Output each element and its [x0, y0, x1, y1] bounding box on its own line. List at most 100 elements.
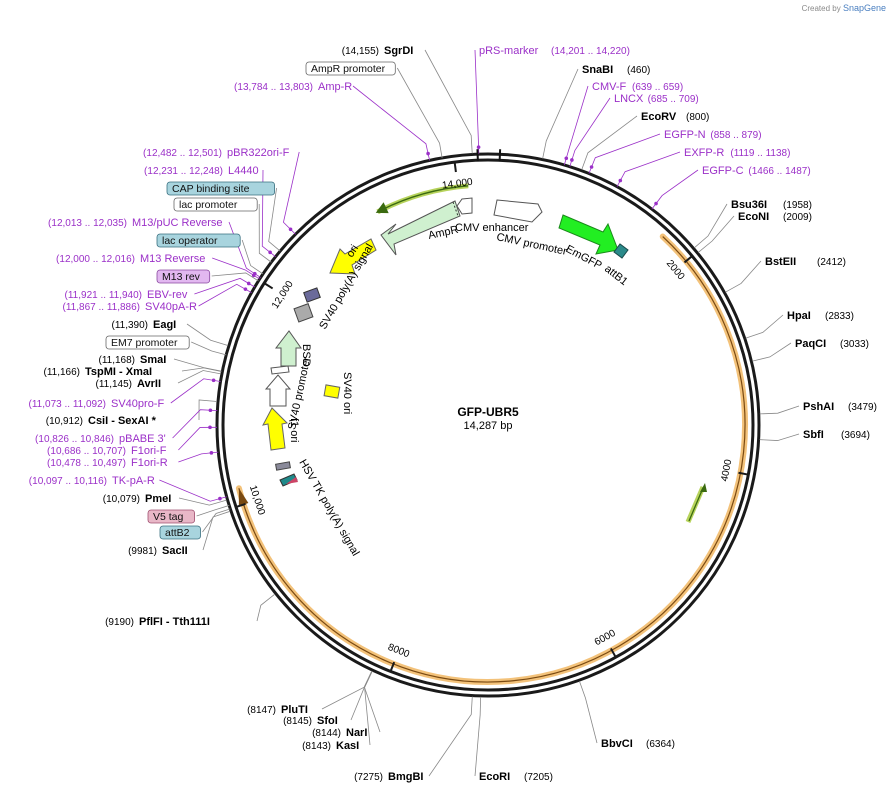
feature-box-frame	[156, 269, 211, 284]
enzyme-site-snabi[interactable]: SnaBI(460)	[582, 64, 650, 76]
feature-box-v5-tag[interactable]: V5 tag	[147, 509, 195, 524]
feature-box-m13-rev-box[interactable]: M13 rev	[156, 269, 211, 284]
feature-label-attb1: attB1	[602, 263, 630, 288]
enzyme-site-pluti[interactable]: PluTI(8147)	[247, 704, 308, 716]
enzyme-leader	[752, 342, 792, 362]
feature-box-leader	[202, 508, 231, 533]
enzyme-site-number: (1958)	[783, 200, 812, 211]
sv40-ori-feature[interactable]	[323, 384, 341, 399]
feature-box-cap-site[interactable]: CAP binding site	[166, 181, 275, 196]
enzyme-leader	[186, 323, 229, 346]
f1-ori-feature[interactable]	[262, 407, 289, 451]
cmv-enhancer-feature[interactable]	[456, 197, 473, 215]
enzyme-site-pflfi[interactable]: PflFI - Tth111I(9190)	[105, 616, 210, 628]
enzyme-name: AvrII	[137, 378, 161, 390]
feature-box-lac-promoter[interactable]: lac promoter	[173, 197, 258, 212]
feature-box-ampr-promoter[interactable]: AmpR promoter	[305, 61, 396, 76]
bsd-feature[interactable]	[274, 330, 302, 367]
enzyme-site-ecorv[interactable]: EcoRV(800)	[641, 111, 709, 123]
primer-f1orif[interactable]: F1ori-F(10,686 .. 10,707)	[47, 445, 167, 457]
plasmid-name: GFP-UBR5	[457, 405, 519, 419]
primer-egfpc[interactable]: EGFP-C (1466 .. 1487)	[702, 165, 811, 177]
enzyme-site-sfoi[interactable]: SfoI(8145)	[283, 715, 338, 727]
primer-marker	[476, 145, 481, 149]
enzyme-site-hpai[interactable]: HpaI(2833)	[787, 310, 854, 322]
enzyme-site-sacii[interactable]: SacII(9981)	[128, 545, 188, 557]
primer-exfpr[interactable]: EXFP-R(1119 .. 1138)	[684, 147, 790, 159]
hsv-tk-feature[interactable]	[275, 461, 298, 487]
ampr-feature[interactable]	[380, 200, 461, 256]
enzyme-site-pmei[interactable]: PmeI(10,079)	[103, 493, 172, 505]
emgfp-feature[interactable]	[558, 214, 629, 259]
feature-box-lac-operator[interactable]: lac operator	[156, 233, 241, 248]
primer-range: (12,482 .. 12,501)	[143, 148, 222, 159]
tick-mark	[738, 471, 748, 476]
enzyme-site-ecori[interactable]: EcoRI(7205)	[479, 771, 553, 783]
enzyme-name: SfoI	[317, 715, 338, 727]
feature-box-leader	[191, 341, 227, 356]
primer-marker	[654, 201, 658, 206]
feature-box-attb2[interactable]: attB2	[159, 525, 201, 540]
feature-box-leader	[396, 67, 443, 158]
backbone-feature-mark	[498, 149, 502, 162]
feature-box-text: lac promoter	[179, 199, 238, 211]
feature-box-em7-promoter[interactable]: EM7 promoter	[105, 335, 190, 350]
enzyme-name: PaqCI	[795, 338, 826, 350]
primer-name: EGFP-C	[702, 165, 744, 177]
enzyme-site-bsu36i[interactable]: Bsu36I(1958)	[731, 199, 812, 211]
primer-pbr322[interactable]: pBR322ori-F(12,482 .. 12,501)	[143, 147, 290, 159]
primer-name: M13/pUC Reverse	[132, 217, 222, 229]
enzyme-site-sbfi[interactable]: SbfI(3694)	[803, 429, 870, 441]
enzyme-name: BmgBI	[388, 771, 423, 783]
tick-mark	[453, 162, 457, 173]
primer-range: (1466 .. 1487)	[748, 166, 810, 177]
enzyme-leader	[173, 358, 222, 372]
primer-cmvf[interactable]: CMV-F(639 .. 659)	[592, 81, 683, 93]
primer-marker	[589, 165, 594, 169]
enzyme-name: HpaI	[787, 310, 811, 322]
primer-lncx[interactable]: LNCX(685 .. 709)	[614, 93, 699, 105]
primer-m13rev[interactable]: M13 Reverse(12,000 .. 12,016)	[56, 253, 205, 265]
primer-prs[interactable]: pRS-marker(14,201 .. 14,220)	[479, 45, 630, 57]
primer-sv40prof[interactable]: SV40pro-F(11,073 .. 11,092)	[29, 398, 165, 410]
enzyme-site-pshai[interactable]: PshAI(3479)	[803, 401, 877, 413]
primer-marker	[288, 227, 293, 232]
enzyme-site-avrii[interactable]: AvrII(11,145)	[95, 378, 161, 390]
primer-name: L4440	[228, 165, 259, 177]
primer-egfpn[interactable]: EGFP-N(858 .. 879)	[664, 129, 762, 141]
enzyme-leader	[759, 405, 800, 415]
enzyme-site-number: (7205)	[524, 772, 553, 783]
sv40-polya-feature[interactable]	[293, 287, 321, 323]
primer-l4440[interactable]: L4440(12,231 .. 12,248)	[144, 165, 259, 177]
primer-sv40par[interactable]: SV40pA-R(11,867 .. 11,886)	[63, 301, 197, 313]
enzyme-site-smai[interactable]: SmaI(11,168)	[98, 354, 166, 366]
enzyme-site-sgrdi[interactable]: SgrDI(14,155)	[342, 45, 414, 57]
enzyme-site-number: (10,912)	[46, 416, 83, 427]
tick-label: 14,000	[442, 177, 474, 192]
enzyme-site-bbvci[interactable]: BbvCI(6364)	[601, 738, 675, 750]
primer-leader	[170, 378, 221, 404]
enzyme-site-bmgbi[interactable]: BmgBI(7275)	[354, 771, 423, 783]
ori-feature[interactable]	[329, 238, 377, 275]
enzyme-site-kasi[interactable]: KasI(8143)	[302, 740, 359, 752]
enzyme-site-econi[interactable]: EcoNI(2009)	[738, 211, 812, 223]
cmv-promoter-feature[interactable]	[493, 199, 543, 223]
primer-f1orir[interactable]: F1ori-R(10,478 .. 10,497)	[47, 457, 168, 469]
primer-leader	[563, 85, 589, 166]
enzyme-site-csii[interactable]: CsiI - SexAI *(10,912)	[46, 415, 157, 427]
enzyme-site-paqci[interactable]: PaqCI(3033)	[795, 338, 869, 350]
sv40-promoter-feature[interactable]	[264, 365, 292, 407]
enzyme-site-bsteii[interactable]: BstEII(2412)	[765, 256, 846, 268]
primer-ebvrev[interactable]: EBV-rev(11,921 .. 11,940)	[65, 289, 188, 301]
feature-box-frame	[105, 335, 190, 350]
enzyme-site-nari[interactable]: NarI(8144)	[312, 727, 367, 739]
enzyme-site-eagi[interactable]: EagI(11,390)	[111, 319, 176, 331]
enzyme-leader	[697, 215, 735, 253]
primer-m13puc[interactable]: M13/pUC Reverse(12,013 .. 12,035)	[48, 217, 222, 229]
enzyme-site-tspmi[interactable]: TspMI - XmaI(11,166)	[43, 366, 152, 378]
backbone-inner	[221, 158, 755, 692]
primer-pbabe3[interactable]: pBABE 3'(10,826 .. 10,846)	[35, 433, 166, 445]
primer-ampr-p[interactable]: Amp-R(13,784 .. 13,803)	[234, 81, 352, 93]
primer-tkpar[interactable]: TK-pA-R(10,097 .. 10,116)	[29, 475, 155, 487]
primer-leader	[172, 409, 218, 439]
